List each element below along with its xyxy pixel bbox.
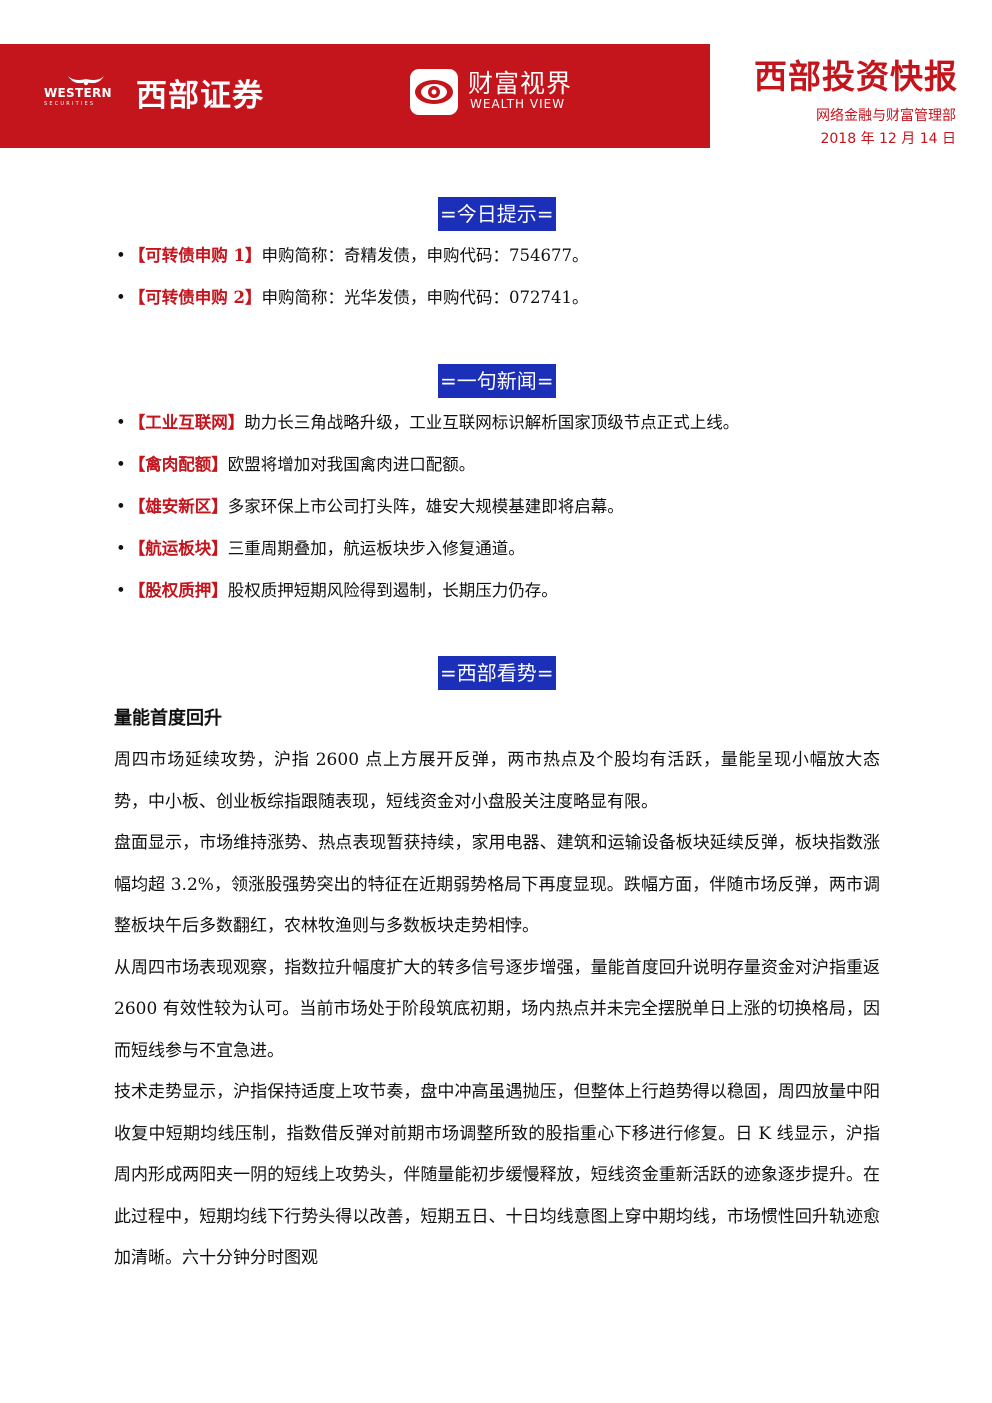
article-heading: 量能首度回升 <box>114 708 222 729</box>
item-label: 【可转债申购 2】 <box>128 288 262 307</box>
section-title-news: =一句新闻= <box>438 364 556 398</box>
report-title: 西部投资快报 <box>754 57 958 96</box>
bullet-dot-icon: • <box>116 581 126 600</box>
list-item: •【可转债申购 2】申购简称：光华发债，申购代码：072741。 <box>116 283 588 325</box>
item-text: 申购简称：奇精发债，申购代码：754677。 <box>261 246 589 265</box>
list-item: •【股权质押】股权质押短期风险得到遏制，长期压力仍存。 <box>116 576 739 618</box>
news-list: •【工业互联网】助力长三角战略升级，工业互联网标识解析国家顶级节点正式上线。 •… <box>116 408 739 618</box>
bull-horns-icon <box>68 76 104 86</box>
list-item: •【禽肉配额】欧盟将增加对我国禽肉进口配额。 <box>116 450 739 492</box>
section-title-today-tips: =今日提示= <box>438 197 556 231</box>
wealth-view-eye-icon <box>410 69 458 115</box>
article-paragraph: 从周四市场表现观察，指数拉升幅度扩大的转多信号逐步增强，量能首度回升说明存量资金… <box>114 957 880 1061</box>
item-label: 【雄安新区】 <box>128 497 228 516</box>
logo-subtitle: SECURITIES <box>44 101 96 107</box>
bullet-dot-icon: • <box>116 413 126 432</box>
list-item: •【可转债申购 1】申购简称：奇精发债，申购代码：754677。 <box>116 241 588 283</box>
article-paragraph: 周四市场延续攻势，沪指 2600 点上方展开反弹，两市热点及个股均有活跃，量能呈… <box>114 750 880 812</box>
bullet-dot-icon: • <box>116 288 126 307</box>
item-text: 助力长三角战略升级，工业互联网标识解析国家顶级节点正式上线。 <box>244 413 740 432</box>
article-paragraph: 技术走势显示，沪指保持适度上攻节奏，盘中冲高虽遇抛压，但整体上行趋势得以稳固，周… <box>114 1082 880 1268</box>
item-text: 股权质押短期风险得到遏制，长期压力仍存。 <box>227 581 558 600</box>
item-label: 【股权质押】 <box>128 581 228 600</box>
item-label: 【可转债申购 1】 <box>128 246 262 265</box>
list-item: •【雄安新区】多家环保上市公司打头阵，雄安大规模基建即将启幕。 <box>116 492 739 534</box>
wealth-view-name-en: WEALTH VIEW <box>470 97 566 111</box>
list-item: •【工业互联网】助力长三角战略升级，工业互联网标识解析国家顶级节点正式上线。 <box>116 408 739 450</box>
article-paragraph: 盘面显示，市场维持涨势、热点表现暂获持续，家用电器、建筑和运输设备板块延续反弹，… <box>114 833 880 936</box>
item-label: 【工业互联网】 <box>128 413 245 432</box>
list-item: •【航运板块】三重周期叠加，航运板块步入修复通道。 <box>116 534 739 576</box>
bullet-dot-icon: • <box>116 455 126 474</box>
report-date: 2018 年 12 月 14 日 <box>820 131 956 147</box>
bullet-dot-icon: • <box>116 246 126 265</box>
item-label: 【航运板块】 <box>128 539 228 558</box>
western-securities-logo: WESTERN SECURITIES <box>44 74 124 110</box>
bullet-dot-icon: • <box>116 539 126 558</box>
bullet-dot-icon: • <box>116 497 126 516</box>
article-body: 周四市场延续攻势，沪指 2600 点上方展开反弹，两市热点及个股均有活跃，量能呈… <box>114 740 880 1280</box>
section-title-outlook: =西部看势= <box>438 656 556 690</box>
header-banner <box>0 44 710 148</box>
item-text: 申购简称：光华发债，申购代码：072741。 <box>261 288 589 307</box>
item-label: 【禽肉配额】 <box>128 455 228 474</box>
today-tips-list: •【可转债申购 1】申购简称：奇精发债，申购代码：754677。 •【可转债申购… <box>116 241 588 325</box>
item-text: 三重周期叠加，航运板块步入修复通道。 <box>227 539 525 558</box>
item-text: 多家环保上市公司打头阵，雄安大规模基建即将启幕。 <box>227 497 624 516</box>
company-name: 西部证券 <box>136 78 264 114</box>
item-text: 欧盟将增加对我国禽肉进口配额。 <box>227 455 476 474</box>
wealth-view-name-cn: 财富视界 <box>468 69 573 98</box>
report-department: 网络金融与财富管理部 <box>816 108 956 124</box>
logo-wordmark: WESTERN <box>44 86 112 100</box>
